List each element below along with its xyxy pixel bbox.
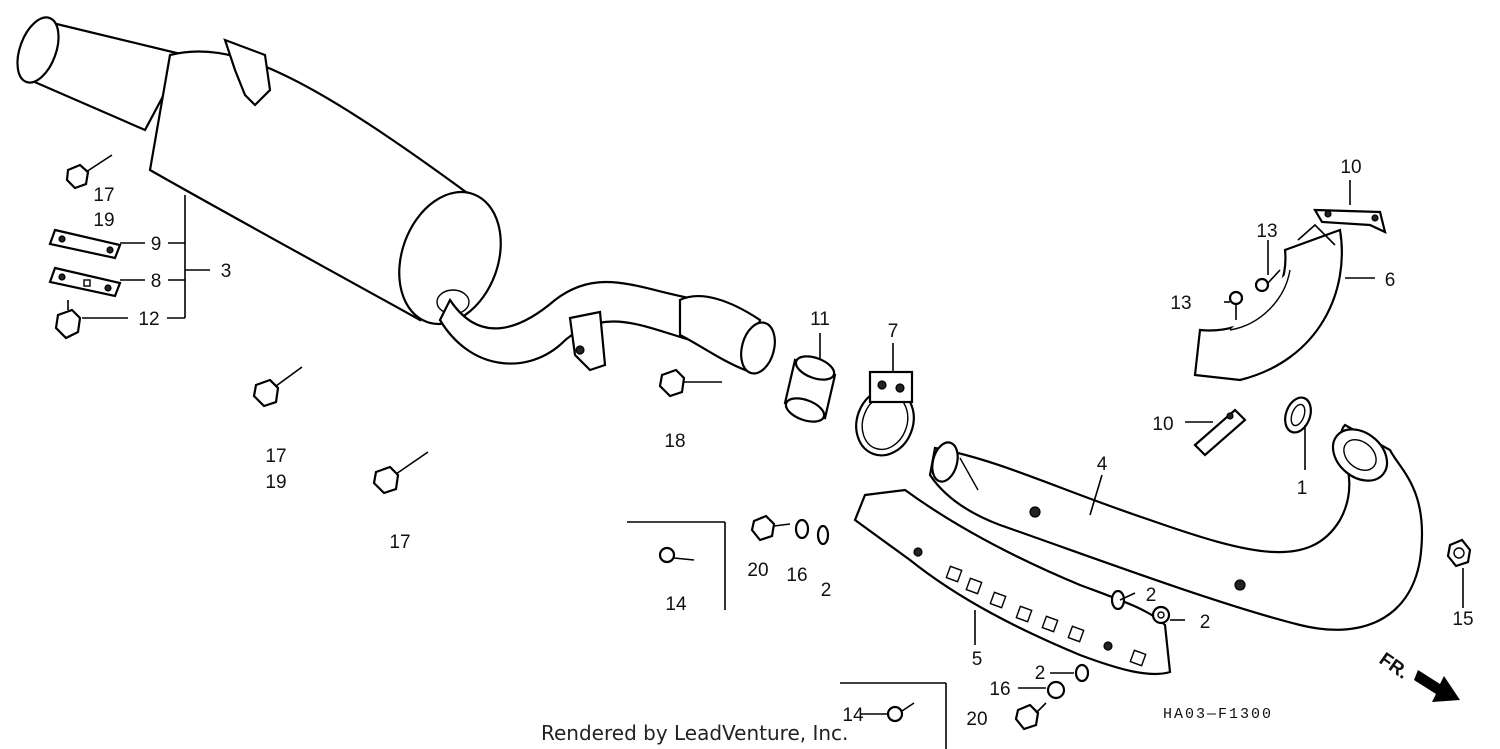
band-top[interactable] — [1313, 208, 1387, 234]
pipe-protector[interactable] — [853, 488, 1172, 676]
credit-text: Rendered by LeadVenture, Inc. — [541, 721, 848, 745]
callout-19: 19 — [93, 210, 114, 231]
callout-1: 1 — [1297, 478, 1308, 499]
callout-3: 3 — [221, 261, 232, 282]
bolt-13-a[interactable] — [1254, 269, 1281, 293]
bolt-20-a[interactable] — [750, 514, 791, 542]
callout-15: 15 — [1452, 609, 1473, 630]
band-lower[interactable] — [1193, 408, 1247, 457]
gasket[interactable] — [1281, 394, 1316, 436]
callout-20: 20 — [747, 560, 768, 581]
bolt-17-low[interactable] — [372, 451, 429, 495]
bolt-20-b[interactable] — [1014, 702, 1047, 731]
lock-washer-2-a[interactable] — [816, 524, 830, 546]
callout-7: 7 — [888, 321, 899, 342]
callout-16: 16 — [989, 679, 1010, 700]
callout-17: 17 — [93, 185, 114, 206]
washer-16-b[interactable] — [1046, 680, 1066, 700]
callout-2: 2 — [821, 580, 832, 601]
drawing-code: HA03—F1300 — [1163, 706, 1273, 723]
callout-2: 2 — [1200, 612, 1211, 633]
callout-2: 2 — [1146, 585, 1157, 606]
callout-14: 14 — [665, 594, 687, 615]
nut-2-d[interactable] — [1151, 605, 1171, 625]
bolt-17-mid[interactable] — [252, 366, 303, 408]
front-direction-marker: FR. — [1375, 649, 1460, 702]
muffler[interactable] — [9, 12, 780, 377]
callout-19: 19 — [265, 472, 286, 493]
callout-4: 4 — [1097, 454, 1108, 475]
callout-11: 11 — [810, 309, 830, 330]
bolt-17-top[interactable] — [65, 154, 113, 190]
callout-16: 16 — [786, 565, 807, 586]
washer-16-a[interactable] — [794, 518, 810, 540]
lock-washer-2-b[interactable] — [1074, 663, 1090, 683]
bolt-13-b[interactable] — [1228, 290, 1244, 320]
leader-lines — [82, 180, 1464, 749]
callout-20: 20 — [966, 709, 987, 730]
bolt-14-a[interactable] — [658, 546, 695, 564]
callout-13: 13 — [1256, 221, 1277, 242]
bolt-18[interactable] — [658, 368, 722, 398]
nut-15[interactable] — [1446, 538, 1472, 568]
callout-13: 13 — [1170, 293, 1191, 314]
heat-shield[interactable] — [1193, 228, 1343, 382]
exhaust-pipe[interactable] — [928, 419, 1424, 631]
callout-12: 12 — [138, 309, 159, 330]
front-arrow-icon — [1414, 670, 1460, 702]
callout-17: 17 — [265, 446, 286, 467]
callout-10: 10 — [1340, 157, 1361, 178]
pipe-sleeve[interactable] — [783, 352, 837, 426]
callout-18: 18 — [664, 431, 685, 452]
bolt-12[interactable] — [54, 300, 82, 340]
callout-8: 8 — [151, 271, 162, 292]
plate-9[interactable] — [48, 228, 122, 260]
band-clamp[interactable] — [847, 370, 923, 464]
callout-10: 10 — [1152, 414, 1173, 435]
callout-14: 14 — [842, 705, 864, 726]
front-label: FR. — [1375, 649, 1412, 684]
bolt-14-b[interactable] — [886, 702, 915, 723]
callout-labels: 1 2 2 2 2 3 4 5 6 7 8 9 10 10 11 12 13 1… — [93, 157, 1473, 730]
plate-8[interactable] — [48, 266, 122, 298]
callout-17: 17 — [389, 532, 410, 553]
callout-6: 6 — [1385, 270, 1396, 291]
callout-9: 9 — [151, 234, 162, 255]
lock-washer-2-c[interactable] — [1110, 589, 1126, 611]
callout-2: 2 — [1035, 663, 1046, 684]
callout-5: 5 — [972, 649, 983, 670]
